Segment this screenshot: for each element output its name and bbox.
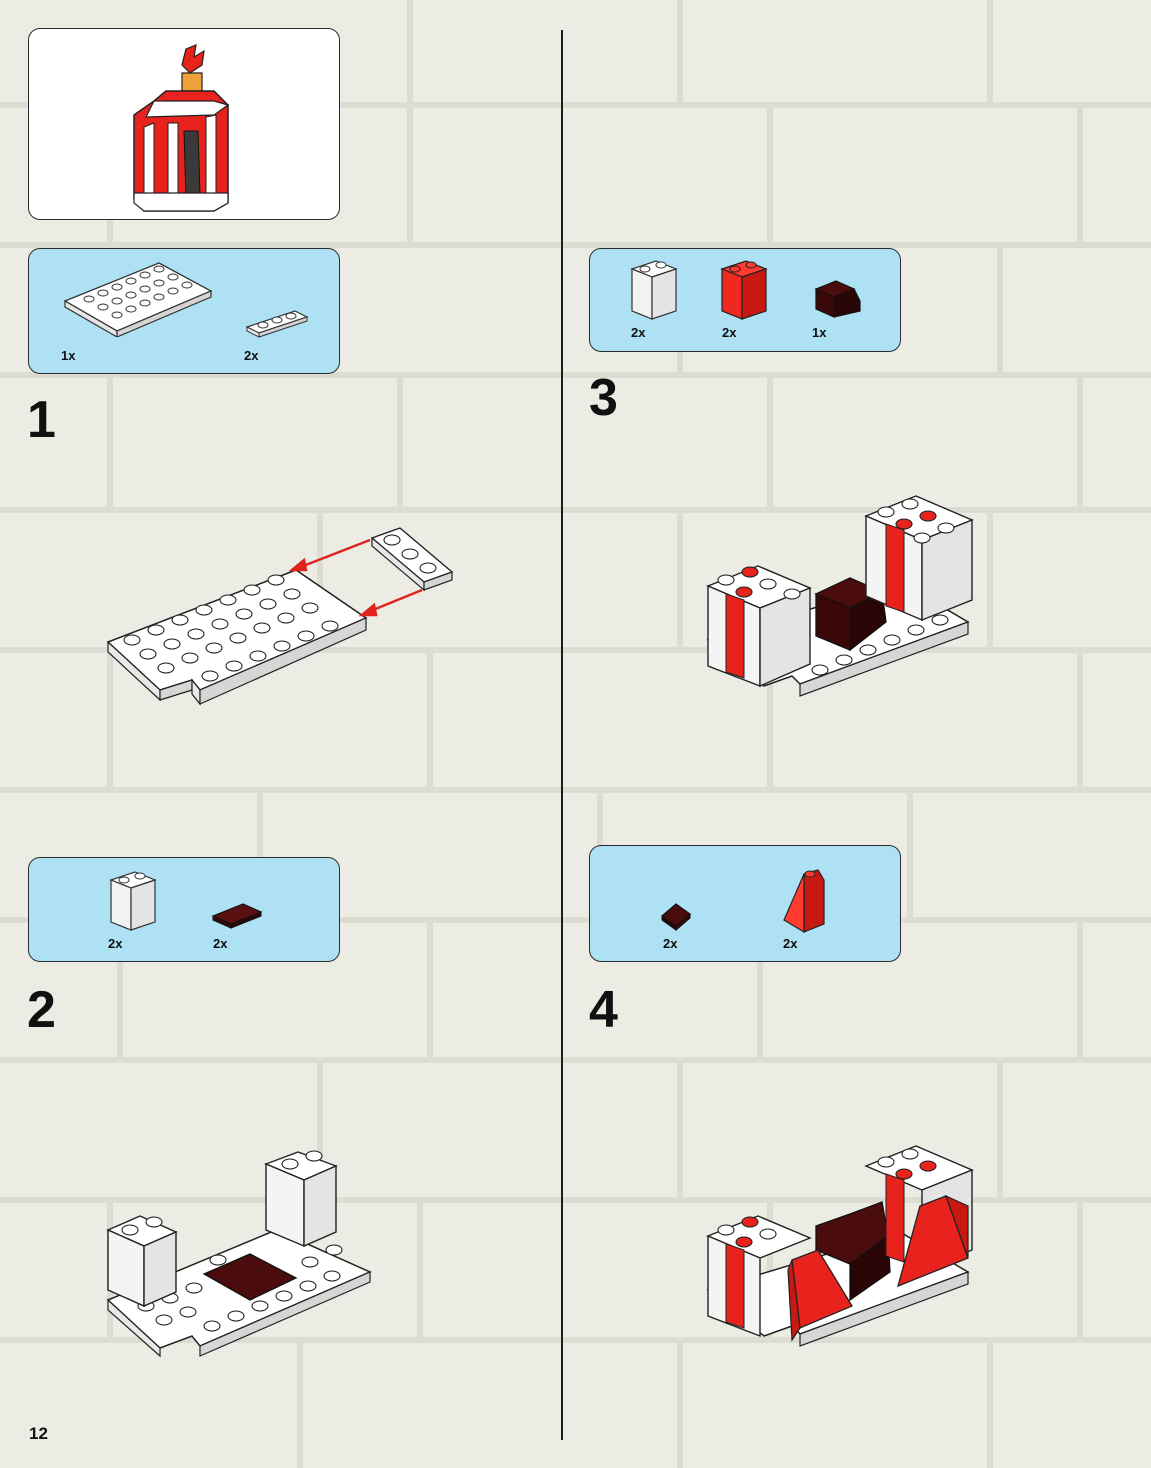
model-preview-panel [28,28,340,220]
part-quantity: 1x [812,325,826,340]
step-3-parts-panel: 2x 2x 1x [589,248,901,352]
page-number: 12 [29,1424,48,1444]
step-number: 4 [589,984,618,1036]
part-quantity: 2x [213,936,227,951]
step-2-assembly-illustration [100,1150,380,1360]
part-quantity: 2x [244,348,258,363]
part-quantity: 2x [663,936,677,951]
part-quantity: 2x [783,936,797,951]
part-quantity: 1x [61,348,75,363]
part-quantity: 2x [722,325,736,340]
step-4-assembly-illustration [700,1140,990,1360]
step-number: 3 [589,372,618,424]
step-1-assembly-illustration [100,520,460,710]
part-quantity: 2x [108,936,122,951]
step-number: 1 [27,394,56,446]
white-brick-1x2x2-icon [105,866,161,936]
red-brick-1x2x2-icon [716,255,772,325]
red-slope-icon [778,866,834,936]
step-2-parts-panel: 2x 2x [28,857,340,962]
step-4-parts-panel: 2x 2x [589,845,901,962]
dark-red-cockpit-brick-icon [808,275,864,325]
part-quantity: 2x [631,325,645,340]
white-brick-1x2x2-icon [626,255,682,325]
dark-red-slope-icon [656,898,696,932]
step-number: 2 [27,984,56,1036]
column-divider [561,30,563,1440]
step-3-assembly-illustration [700,490,990,710]
step-1-parts-panel: 1x 2x [28,248,340,374]
minifig-rocket-model-icon [124,43,244,213]
white-plate-6x4-icon [59,257,219,337]
white-plate-1x3-icon [243,307,313,339]
dark-red-tile-1x2-icon [207,898,267,932]
